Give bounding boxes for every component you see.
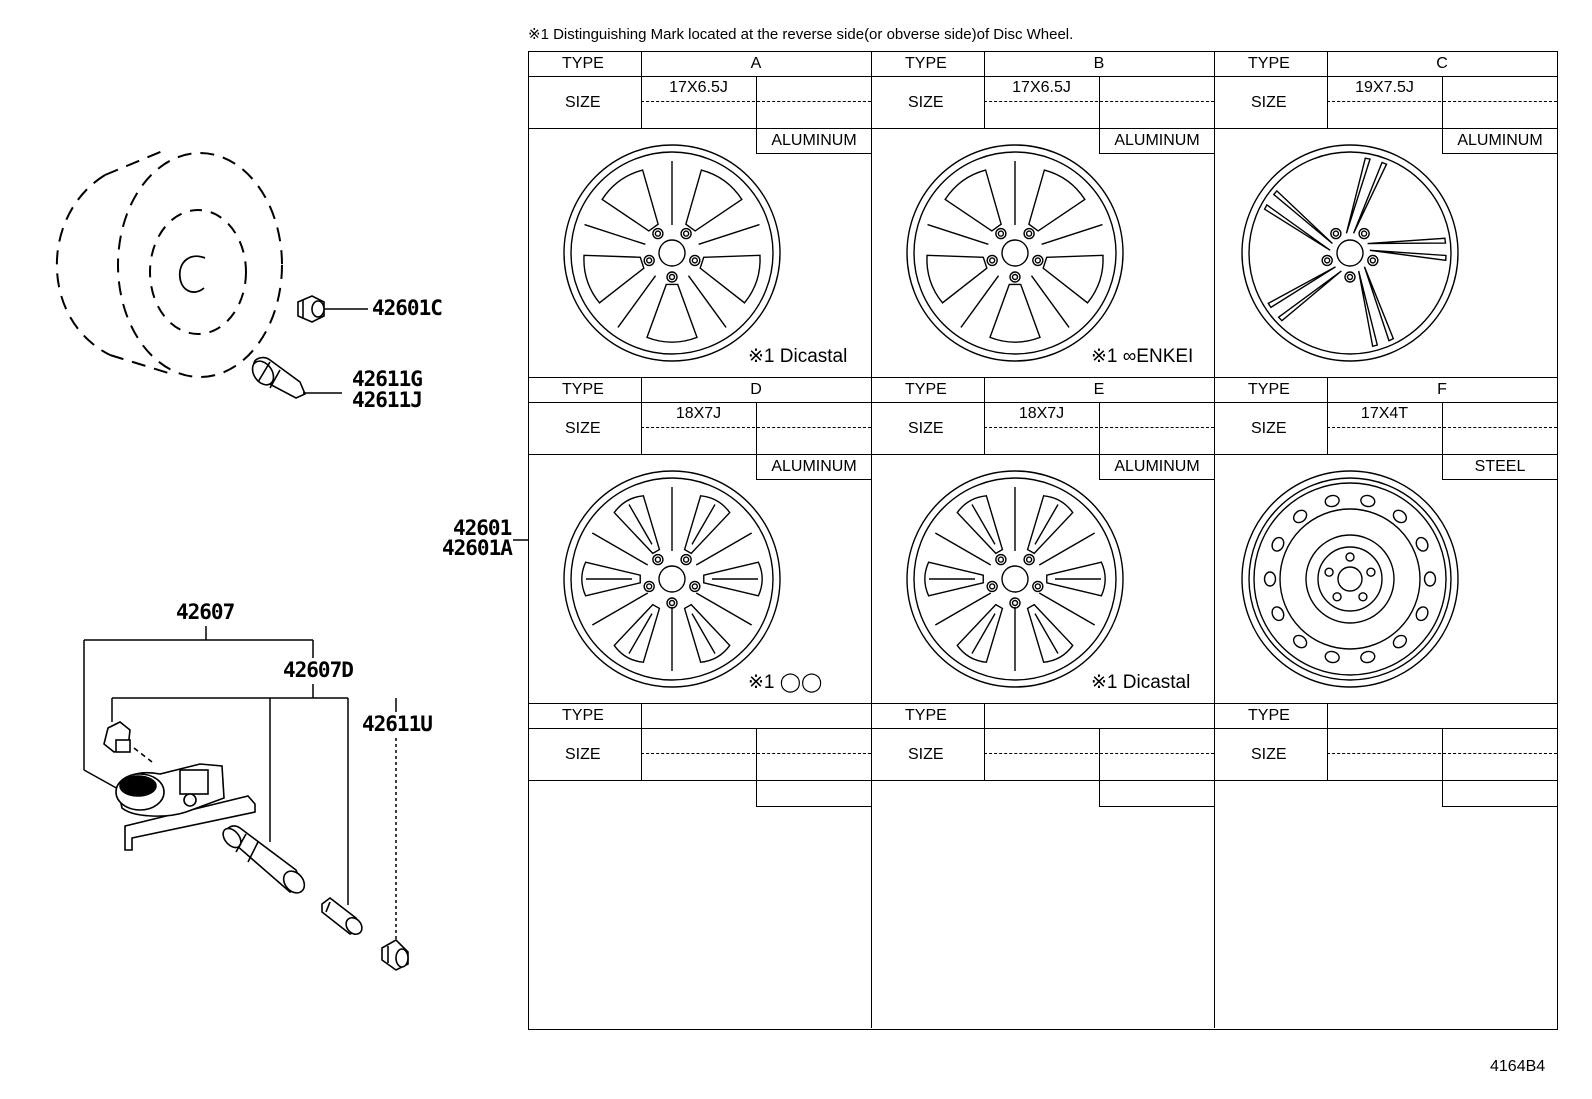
size-label: SIZE <box>1251 420 1287 437</box>
label-42611U: 42611U <box>362 712 433 736</box>
valve-stem-42607D <box>222 825 306 894</box>
material-label: ALUMINUM <box>756 128 871 154</box>
distinguishing-mark: ※1 Dicastal <box>1091 672 1191 693</box>
size-label: SIZE <box>565 746 601 763</box>
tpms-sensor <box>103 721 256 851</box>
wheel-drawing <box>1241 144 1459 362</box>
label-42607: 42607 <box>176 600 235 624</box>
size-value: 18X7J <box>675 405 722 422</box>
label-42601A: 42601A <box>442 536 513 560</box>
size-value: 18X7J <box>1018 405 1065 422</box>
wheel-table <box>528 51 1558 1030</box>
wheel-drawing <box>563 470 781 688</box>
parts-illustration <box>55 149 528 971</box>
size-label: SIZE <box>1251 94 1287 111</box>
type-value: C <box>1436 55 1448 72</box>
wheel-drawing <box>563 144 781 362</box>
material-label: ALUMINUM <box>1099 128 1214 154</box>
valve-42611G <box>251 356 342 399</box>
size-value: 17X4T <box>1360 405 1409 422</box>
valve-cap-42611U <box>381 939 409 971</box>
distinguishing-mark: ※1 ◯◯ <box>748 672 823 693</box>
nut-42601C <box>297 295 368 323</box>
wheel-drawing <box>1241 470 1459 688</box>
distinguishing-mark: ※1 Dicastal <box>748 346 848 367</box>
size-value: 17X6.5J <box>1012 79 1071 96</box>
type-value: D <box>750 381 762 398</box>
type-label: TYPE <box>1248 707 1290 724</box>
type-label: TYPE <box>1248 381 1290 398</box>
size-label: SIZE <box>908 420 944 437</box>
tire-drawing <box>55 149 283 378</box>
size-label: SIZE <box>565 420 601 437</box>
bracket-lines <box>83 626 397 940</box>
type-label: TYPE <box>905 707 947 724</box>
wheel-drawing <box>906 470 1124 688</box>
size-label: SIZE <box>908 746 944 763</box>
type-label: TYPE <box>1248 55 1290 72</box>
valve-core <box>321 896 363 936</box>
label-42601C: 42601C <box>372 296 443 320</box>
label-42611J: 42611J <box>352 388 423 412</box>
type-value: E <box>1093 381 1105 398</box>
material-label: ALUMINUM <box>1442 128 1557 154</box>
size-value: 17X6.5J <box>669 79 728 96</box>
distinguishing-mark: ※1 ∞ENKEI <box>1091 346 1194 367</box>
wheel-drawing <box>906 144 1124 362</box>
type-value: A <box>750 55 762 72</box>
size-label: SIZE <box>908 94 944 111</box>
size-label: SIZE <box>1251 746 1287 763</box>
diagram-code: 4164B4 <box>1490 1058 1546 1075</box>
label-42607D: 42607D <box>283 658 354 682</box>
label-42601: 42601 <box>453 516 512 540</box>
size-value: 19X7.5J <box>1355 79 1414 96</box>
type-label: TYPE <box>905 55 947 72</box>
type-label: TYPE <box>905 381 947 398</box>
type-label: TYPE <box>562 707 604 724</box>
type-label: TYPE <box>562 55 604 72</box>
distinguishing-mark-note: ※1 Distinguishing Mark located at the re… <box>528 26 1074 43</box>
size-label: SIZE <box>565 94 601 111</box>
material-label: STEEL <box>1442 454 1557 480</box>
type-value: B <box>1093 55 1105 72</box>
material-label: ALUMINUM <box>756 454 871 480</box>
type-label: TYPE <box>562 381 604 398</box>
label-42611G: 42611G <box>352 367 423 391</box>
type-value: F <box>1437 381 1447 398</box>
material-label: ALUMINUM <box>1099 454 1214 480</box>
